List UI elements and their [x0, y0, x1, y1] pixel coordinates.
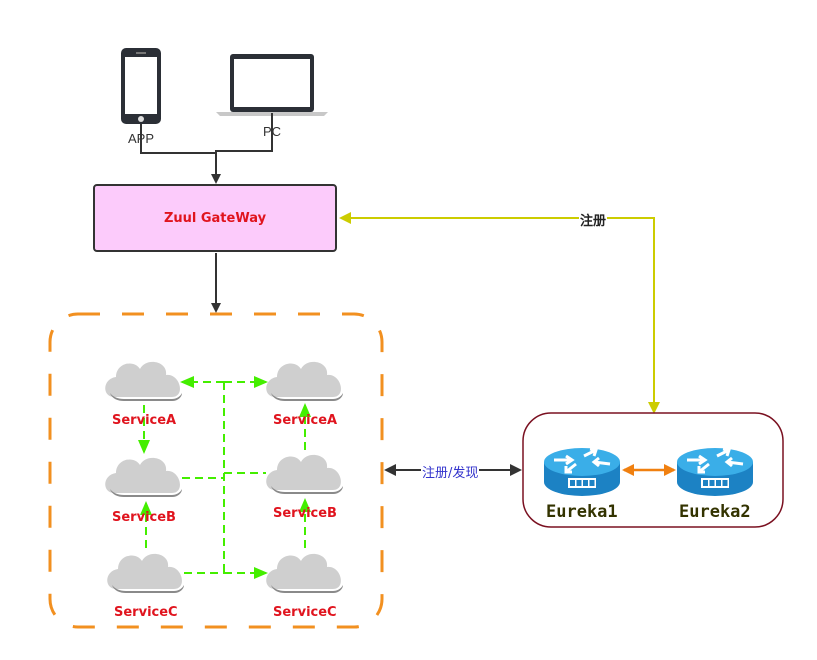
laptop-icon — [216, 54, 328, 116]
service-cluster-boundary — [48, 312, 384, 629]
service-label: ServiceB — [112, 510, 176, 525]
register-discover-edge-label: 注册/发现 — [421, 462, 480, 481]
register-edge-label: 注册 — [579, 210, 608, 229]
gateway-register-edge — [339, 212, 655, 410]
eureka-label: Eureka1 — [546, 502, 618, 522]
app-label: APP — [128, 131, 155, 146]
router-icon — [675, 446, 755, 498]
gateway-label: Zuul GateWay — [163, 210, 267, 226]
zuul-gateway-node[interactable]: Zuul GateWay — [93, 184, 337, 252]
eureka-cluster-boundary — [522, 412, 784, 528]
service-label: ServiceB — [273, 506, 337, 521]
cloud-icon — [266, 553, 343, 593]
cloud-icon — [105, 361, 182, 401]
smartphone-icon — [121, 48, 161, 124]
cloud-icon — [105, 457, 182, 497]
service-links — [138, 376, 311, 579]
eureka-label: Eureka2 — [679, 502, 751, 522]
service-label: ServiceA — [112, 413, 177, 428]
cloud-icon — [266, 454, 343, 494]
pc-label: PC — [263, 124, 282, 139]
pc-to-gateway-edge — [211, 113, 273, 184]
service-label: ServiceC — [114, 605, 178, 620]
router-icon — [542, 446, 622, 498]
service-label: ServiceA — [273, 413, 338, 428]
cloud-icon — [266, 361, 343, 401]
cloud-icon — [107, 553, 184, 593]
service-label: ServiceC — [273, 605, 337, 620]
app-to-gateway-edge — [140, 124, 216, 154]
